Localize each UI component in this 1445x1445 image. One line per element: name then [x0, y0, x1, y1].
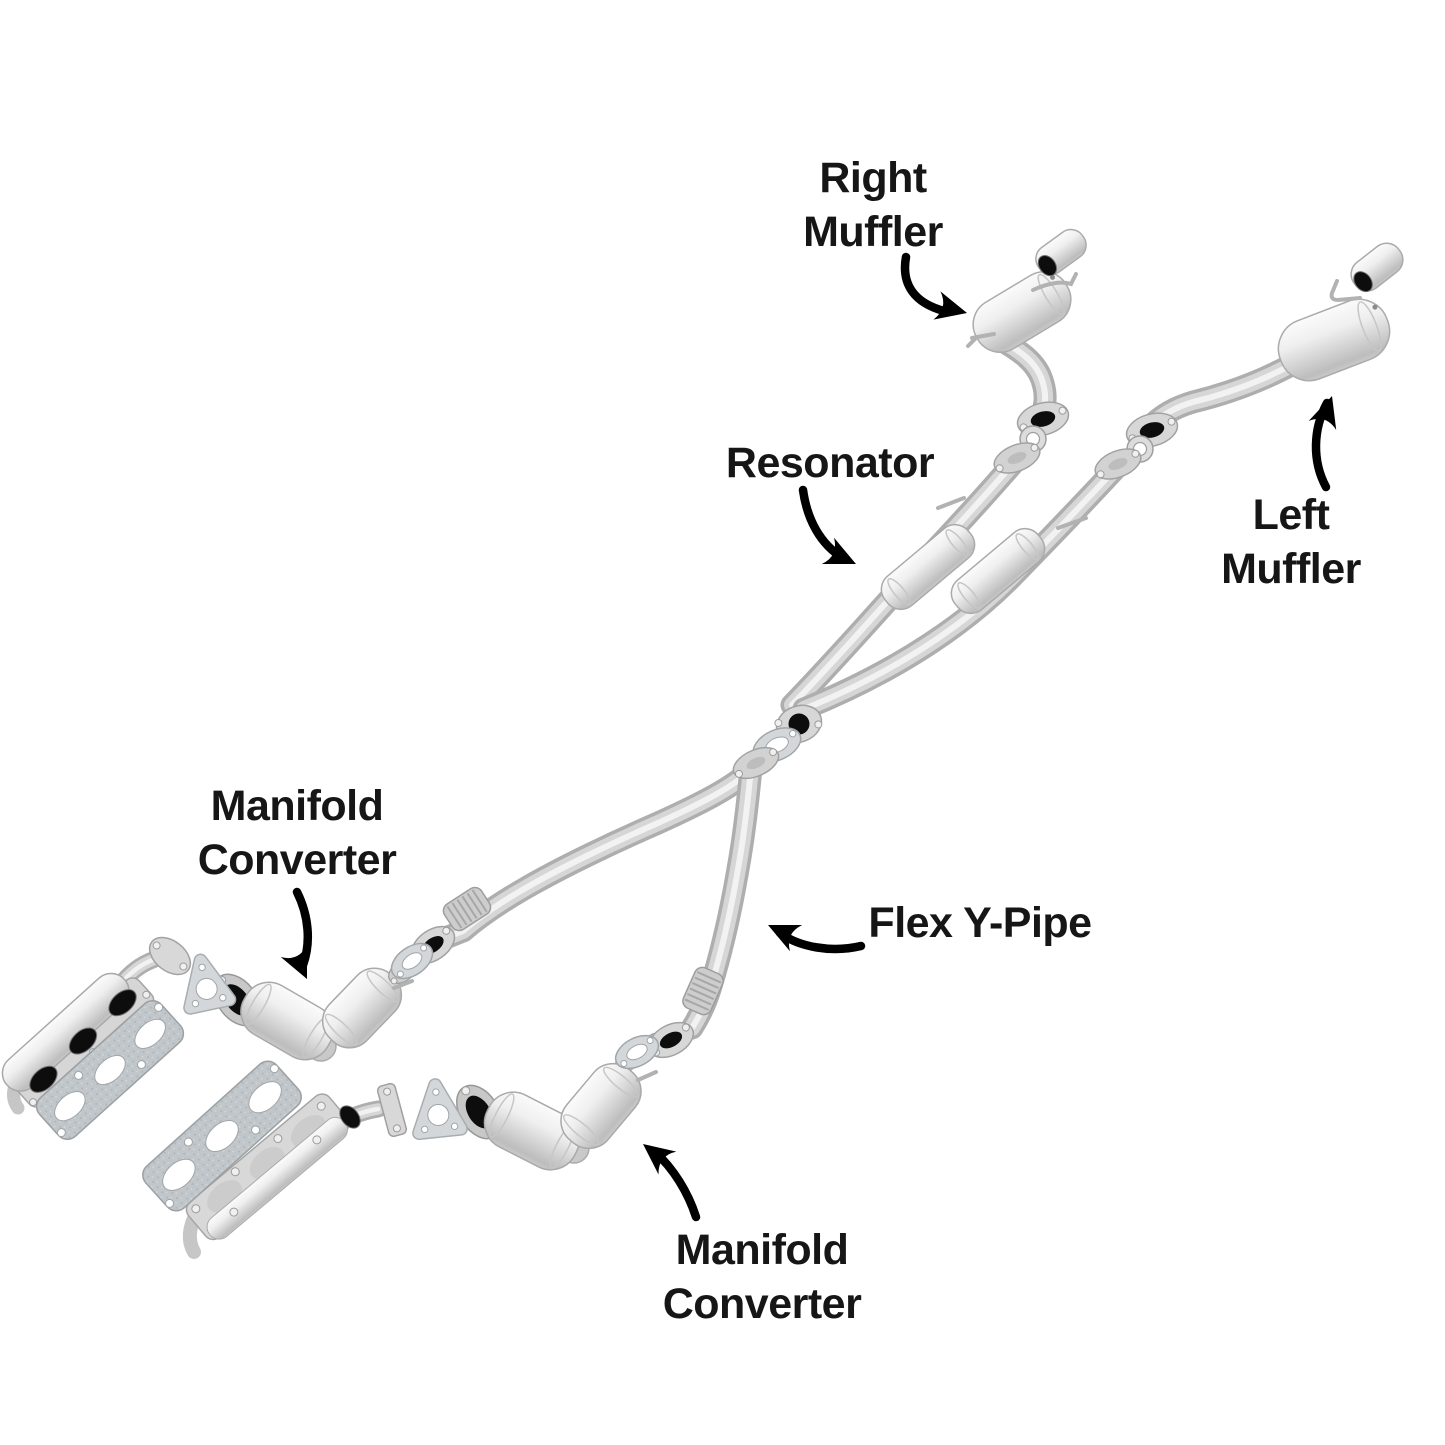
label-right-muffler: Right Muffler	[803, 151, 943, 259]
manifold-outlet-port-right	[339, 1105, 361, 1129]
label-line: Resonator	[725, 439, 935, 487]
catalyst-body-right-2	[560, 1062, 642, 1150]
left-muffler-hanger-hook	[1329, 279, 1362, 303]
label-resonator: Resonator	[725, 436, 935, 490]
flange-gasket-right-leg	[614, 1034, 660, 1070]
left-muffler-tip	[1350, 242, 1404, 293]
label-line: Left	[1252, 491, 1330, 539]
label-line: Muffler	[803, 208, 943, 257]
exhaust-manifold-left	[1, 972, 155, 1108]
manifold-gasket-right	[142, 1060, 302, 1212]
label-line: Flex Y-Pipe	[868, 899, 1092, 947]
arrow-resonator	[798, 485, 863, 578]
manifold-gasket-left	[35, 1000, 185, 1140]
label-manifold-converter-left: Manifold Converter	[198, 779, 397, 887]
triangular-gasket-right	[412, 1078, 468, 1141]
right-muffler-tip	[1035, 228, 1087, 277]
right-muffler-bracket	[966, 332, 996, 348]
manifold-outlet-flange-left	[148, 936, 192, 976]
arrow-right-muffler	[900, 252, 971, 328]
arrow-manifold-converter-right	[634, 1132, 701, 1222]
flange-right-muffler	[1016, 401, 1070, 437]
flex-braid-right	[682, 966, 724, 1016]
flange-y-pipe-top	[732, 746, 780, 780]
manifold-port	[29, 1065, 58, 1093]
label-line: Muffler	[1221, 545, 1361, 594]
resonator-right-part	[950, 527, 1046, 615]
manifold-converter-right-part	[455, 1031, 671, 1171]
arrow-manifold-converter-left	[280, 887, 321, 986]
flange-y-right-leg	[647, 1021, 695, 1059]
label-flex-y-pipe: Flex Y-Pipe	[868, 896, 1092, 950]
hanger-rod-right	[1056, 516, 1088, 530]
label-line: Manifold	[675, 1226, 849, 1274]
flange-gasket-left-leg	[390, 942, 434, 980]
catalyst-body-left-2	[321, 967, 403, 1049]
label-line: Converter	[197, 836, 397, 885]
flex-y-pipe-left-leg	[448, 767, 753, 937]
arrow-flex-y-pipe	[761, 911, 866, 954]
manifold-converter-left-part	[212, 957, 418, 1062]
flex-braid-left	[442, 886, 492, 932]
flange-pipe-left-branch	[1094, 448, 1142, 480]
arrow-left-muffler	[1308, 391, 1346, 492]
right-muffler-hanger-rod	[1031, 272, 1078, 292]
right-muffler-part	[972, 271, 1072, 353]
label-left-muffler: Left Muffler	[1221, 488, 1361, 596]
manifold-port	[108, 989, 137, 1017]
manifold-outlet-flange-right	[376, 1082, 408, 1138]
exhaust-manifold-right	[185, 1093, 350, 1241]
left-muffler-inlet-pipe	[1152, 364, 1293, 425]
label-line: Converter	[662, 1280, 862, 1329]
resonator-left-part	[880, 523, 976, 611]
catalyst-body-right-1	[483, 1091, 581, 1171]
label-line: Manifold	[210, 782, 384, 830]
converter-pin-right	[636, 1070, 658, 1082]
label-manifold-converter-right: Manifold Converter	[663, 1223, 862, 1331]
flange-pipe-right-branch	[993, 442, 1041, 474]
converter-pin-left	[392, 979, 414, 990]
triangular-gasket-left	[183, 953, 237, 1015]
left-muffler-part	[1277, 298, 1391, 382]
manifold-port	[68, 1027, 98, 1055]
hanger-rod-left	[936, 496, 966, 510]
label-line: Right	[819, 154, 927, 202]
